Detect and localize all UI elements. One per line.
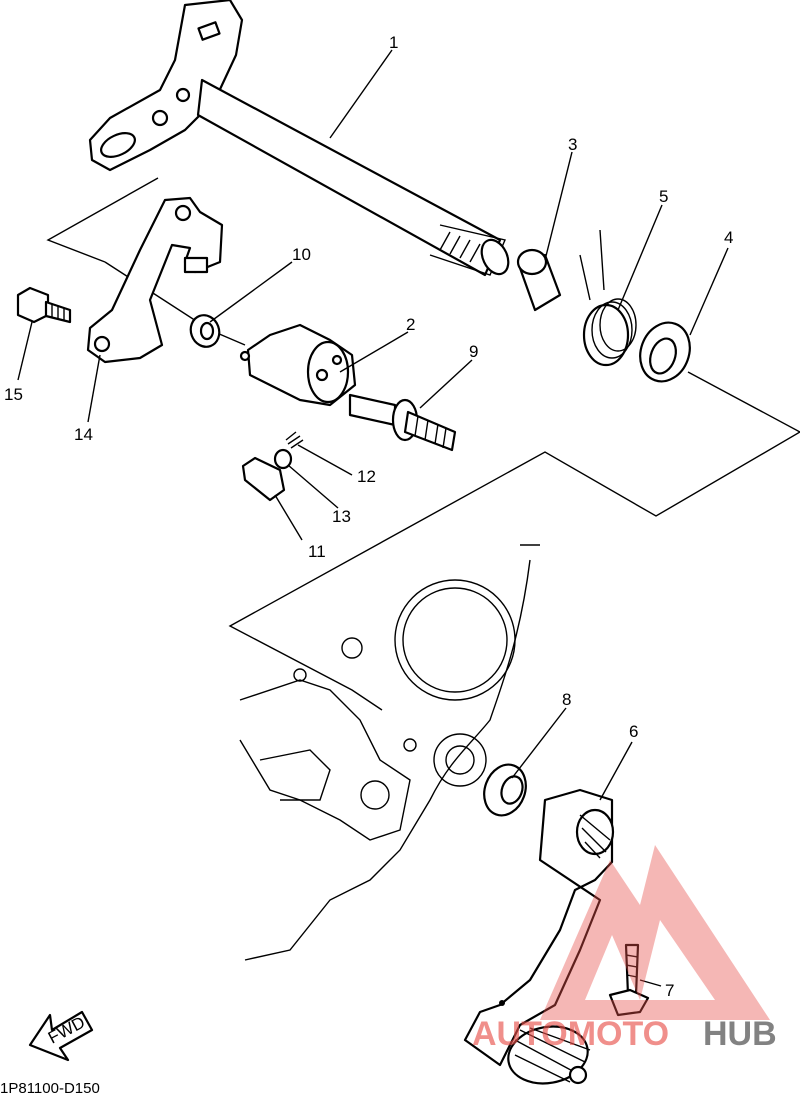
part-5-spring — [579, 229, 637, 367]
part-11-stopper — [241, 456, 286, 502]
callout-leaders — [17, 49, 729, 987]
watermark-text-hub: HUB — [703, 1015, 777, 1053]
part-6-shift-pedal — [463, 788, 615, 1085]
crankcase-outline — [239, 559, 531, 961]
watermark-logo-triangles — [540, 845, 770, 1020]
part-13-pin — [273, 448, 293, 470]
callout-5: 5 — [659, 187, 668, 206]
drawing-code: 1P81100-D150 — [0, 1080, 100, 1096]
watermark-text-main: AUTOMOTO — [472, 1015, 669, 1053]
part-15-bolt — [16, 286, 72, 324]
callout-15: 15 — [4, 385, 23, 404]
callout-labels: 1 2 3 4 5 6 7 8 9 10 11 12 13 14 15 — [4, 33, 733, 1000]
callout-4: 4 — [724, 228, 733, 247]
callout-9: 9 — [469, 342, 478, 361]
watermark: AUTOMOTO HUB — [472, 845, 777, 1053]
part-2-shift-lever — [239, 323, 357, 407]
fwd-arrow: FWD — [28, 1010, 94, 1062]
callout-13: 13 — [332, 507, 351, 526]
callout-6: 6 — [629, 722, 638, 741]
callout-7: 7 — [665, 981, 674, 1000]
callout-10: 10 — [292, 245, 311, 264]
part-1-shift-shaft — [88, 0, 510, 277]
part-3-collar — [516, 248, 562, 312]
part-9-stud-bolt — [348, 393, 457, 452]
callout-1: 1 — [389, 33, 398, 52]
callout-8: 8 — [562, 690, 571, 709]
part-7-pedal-bolt — [608, 943, 650, 1017]
part-12-spring — [285, 431, 304, 449]
callout-3: 3 — [568, 135, 577, 154]
part-4-washer — [639, 321, 691, 383]
callout-2: 2 — [406, 315, 415, 334]
callout-11: 11 — [308, 542, 326, 561]
part-14-guide-plate — [86, 196, 224, 364]
part-10-washer — [189, 314, 221, 348]
callout-14: 14 — [74, 425, 93, 444]
callout-12: 12 — [357, 467, 376, 486]
part-8-oil-seal — [483, 763, 527, 817]
